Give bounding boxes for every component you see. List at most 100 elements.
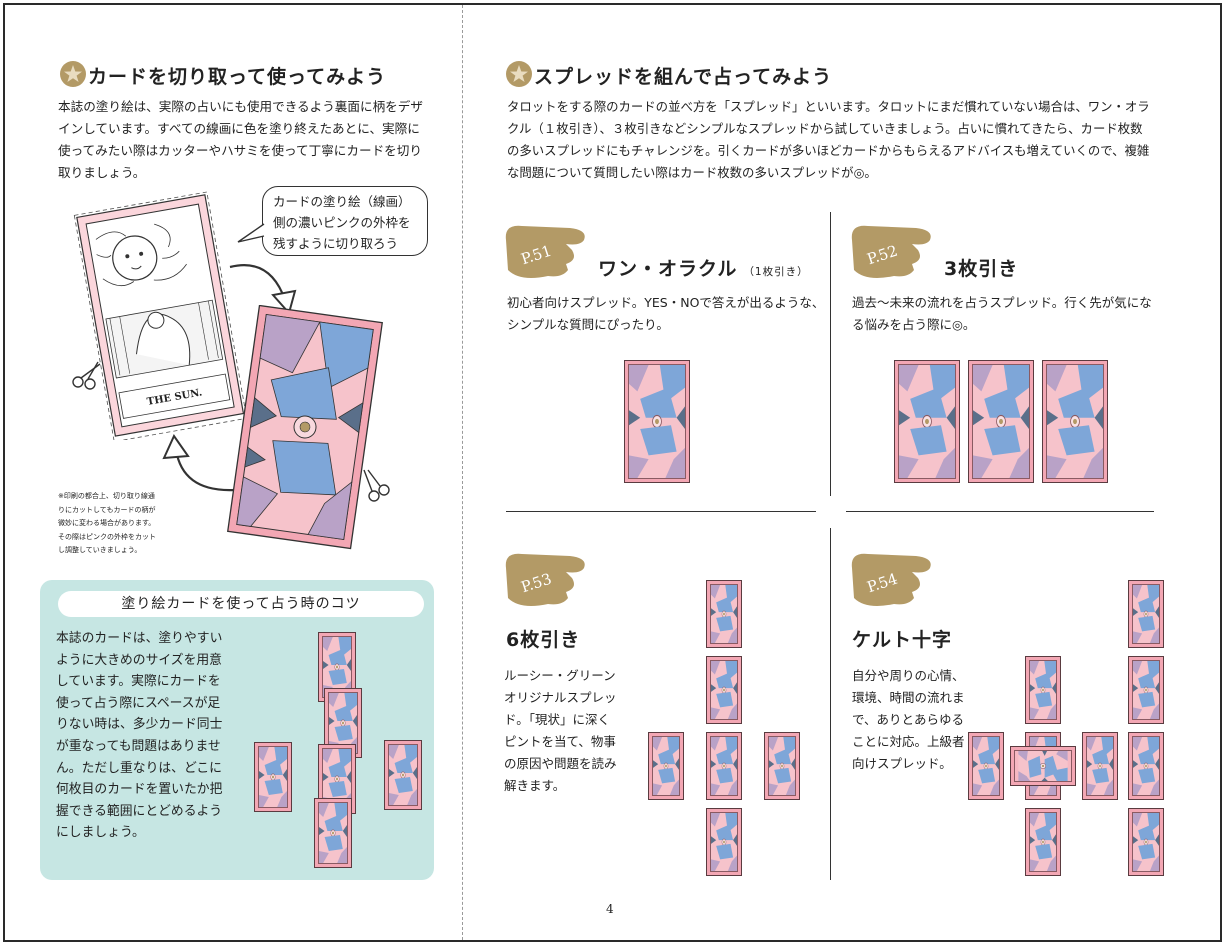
tarot-card-back — [764, 732, 800, 800]
pointing-hand-page-badge: P.54 — [851, 553, 931, 606]
tips-line: ように大きめのサイズを用意 — [56, 652, 222, 668]
tips-body: 本誌のカードは、塗りやすい ように大きめのサイズを用意 しています。実際にカード… — [56, 628, 234, 844]
printing-note: ※印刷の都合上、切り取り線通 りにカットしてもカードの柄が 微妙に変わる場合があ… — [58, 490, 178, 558]
spread-desc-celtic-cross: 自分や周りの心情、 環境、時間の流れま で、ありとあらゆる ことに対応。上級者 … — [852, 665, 965, 775]
tarot-card-back — [706, 580, 742, 648]
grid-divider-vertical-top — [830, 212, 831, 496]
scissors-icon — [363, 469, 390, 502]
curved-arrow-right-icon — [229, 264, 297, 316]
bubble-line: カードの塗り絵（線画） — [273, 194, 411, 209]
tips-line: 本誌のカードは、塗りやすい — [56, 631, 223, 646]
desc-line: 解きます。 — [504, 778, 566, 793]
bubble-line: 残すように切り取ろう — [273, 236, 399, 251]
tarot-card-back — [1128, 656, 1164, 724]
right-intro-line: な問題について質問したい際はカード枚数の多いスプレッドが◎。 — [507, 165, 877, 180]
note-line: その際はピンクの外枠をカット — [58, 532, 156, 541]
right-intro-line: クル（１枚引き）、３枚引きなどシンプルなスプレッドから試していきましょう。占いに… — [507, 121, 1143, 136]
tips-line: 使って占う際にスペースが足 — [56, 695, 221, 711]
desc-line: ルーシー・グリーン — [504, 668, 616, 683]
bubble-tail — [237, 223, 265, 243]
spread-title-text: 6枚引き — [506, 629, 581, 651]
pointing-hand-page-badge: P.52 — [851, 225, 931, 278]
tarot-card-back — [314, 798, 352, 868]
tarot-card-back — [624, 360, 690, 483]
tips-line: 何枚目のカードを置いたか把 — [56, 782, 223, 798]
desc-line: 環境、時間の流れま — [852, 690, 965, 705]
tips-line: しています。実際にカードを — [56, 674, 221, 690]
note-line: し調整していきましょう。 — [58, 546, 142, 554]
spread-desc-six-card: ルーシー・グリーン オリジナルスプレッ ド。「現状」に深く ピントを当て、物事 … — [504, 665, 617, 797]
star-icon — [60, 61, 86, 87]
desc-line: 初心者向けスプレッド。YES・NOで答えが出るような、 — [507, 295, 825, 310]
page-frame — [3, 3, 1222, 942]
cutting-tip-bubble: カードの塗り絵（線画） 側の濃いピンクの外枠を 残すように切り取ろう — [262, 186, 428, 256]
tips-line: が重なっても問題はありませ — [56, 738, 221, 754]
spread-title-three-card: 3枚引き — [944, 254, 1018, 281]
left-intro-line: 本誌の塗り絵は、実際の占いにも使用できるよう裏面に柄をデザ — [58, 99, 423, 114]
desc-line: で、ありとあらゆる — [852, 712, 965, 727]
card-back-illustration — [227, 305, 383, 550]
tarot-card-back — [1128, 580, 1164, 648]
tarot-card-back — [1128, 808, 1164, 876]
tarot-card-back — [1025, 656, 1061, 724]
tips-title: 塗り絵カードを使って占う時のコツ — [58, 591, 424, 617]
desc-line: ピントを当て、物事 — [504, 734, 616, 749]
star-icon — [506, 61, 532, 87]
tips-box: 塗り絵カードを使って占う時のコツ 本誌のカードは、塗りやすい ように大きめのサイ… — [40, 580, 434, 880]
scissors-icon — [72, 361, 101, 390]
left-intro-line: インしています。すべての線画に色を塗り終えたあとに、実際に — [58, 121, 420, 136]
pointing-hand-page-badge: P.53 — [505, 553, 585, 606]
tarot-card-back — [968, 732, 1004, 800]
tips-line: にしましょう。 — [56, 825, 145, 841]
page-number: 4 — [606, 902, 614, 916]
desc-line: の原因や問題を読み — [504, 756, 617, 771]
tarot-card-back-crossing — [1010, 746, 1076, 786]
grid-divider-vertical-bottom — [830, 528, 831, 880]
bubble-line: 側の濃いピンクの外枠を — [273, 215, 411, 230]
tarot-card-back — [1082, 732, 1118, 800]
left-heading: カードを切り取って使ってみよう — [88, 66, 387, 88]
tarot-card-back — [384, 740, 422, 810]
spread-title-text: 3枚引き — [944, 258, 1019, 280]
tarot-card-back — [1025, 808, 1061, 876]
tips-line: ん。ただし重なりは、どこに — [56, 760, 222, 776]
pointing-hand-page-badge: P.51 — [505, 225, 585, 278]
spread-subtitle: （1枚引き） — [743, 266, 809, 278]
tarot-card-back — [648, 732, 684, 800]
left-intro: 本誌の塗り絵は、実際の占いにも使用できるよう裏面に柄をデザ インしています。すべ… — [58, 96, 438, 184]
desc-line: シンプルな質問にぴったり。 — [507, 317, 669, 332]
tarot-card-back — [1128, 732, 1164, 800]
spread-desc-one-oracle: 初心者向けスプレッド。YES・NOで答えが出るような、 シンプルな質問にぴったり… — [507, 292, 824, 336]
tarot-card-back — [706, 732, 742, 800]
note-line: ※印刷の都合上、切り取り線通 — [58, 492, 155, 500]
spread-title-one-oracle: ワン・オラクル （1枚引き） — [598, 254, 809, 281]
desc-line: ド。「現状」に深く — [504, 712, 611, 727]
sun-card-illustration: THE SUN. — [73, 191, 245, 440]
left-intro-line: 取りましょう。 — [58, 165, 146, 180]
tarot-card-back — [706, 656, 742, 724]
spread-title-text: ケルト十字 — [852, 629, 953, 651]
spread-title-text: ワン・オラクル — [598, 258, 738, 280]
tips-line: 握できる範囲にとどめるよう — [56, 803, 223, 819]
tips-line: りない時は、多少カード同士 — [56, 717, 223, 733]
tarot-card-back — [254, 742, 292, 812]
right-intro-line: タロットをする際のカードの並べ方を「スプレッド」といいます。タロットにまだ慣れて… — [507, 99, 1150, 114]
left-intro-line: 使ってみたい際はカッターやハサミを使って丁寧にカードを切り — [58, 143, 422, 158]
grid-divider-horizontal-right — [846, 511, 1154, 512]
tarot-card-back — [706, 808, 742, 876]
grid-divider-horizontal-left — [506, 511, 816, 512]
tarot-card-back — [1042, 360, 1108, 483]
right-intro-line: の多いスプレッドにもチャレンジを。引くカードが多いほどカードからもらえるアドバイ… — [507, 143, 1150, 158]
spread-title-celtic-cross: ケルト十字 — [852, 625, 952, 652]
desc-line: オリジナルスプレッ — [504, 690, 617, 705]
desc-line: 過去～未来の流れを占うスプレッド。行く先が気にな — [852, 295, 1152, 310]
spread-title-six-card: 6枚引き — [506, 625, 580, 652]
right-heading: スプレッドを組んで占ってみよう — [534, 66, 833, 88]
desc-line: 向けスプレッド。 — [852, 756, 952, 771]
desc-line: 自分や周りの心情、 — [852, 668, 965, 683]
tarot-card-back — [968, 360, 1034, 483]
desc-line: る悩みを占う際に◎。 — [852, 317, 976, 332]
right-intro: タロットをする際のカードの並べ方を「スプレッド」といいます。タロットにまだ慣れて… — [507, 96, 1177, 184]
spread-desc-three-card: 過去～未来の流れを占うスプレッド。行く先が気にな る悩みを占う際に◎。 — [852, 292, 1152, 336]
page-spine-divider — [462, 5, 463, 940]
